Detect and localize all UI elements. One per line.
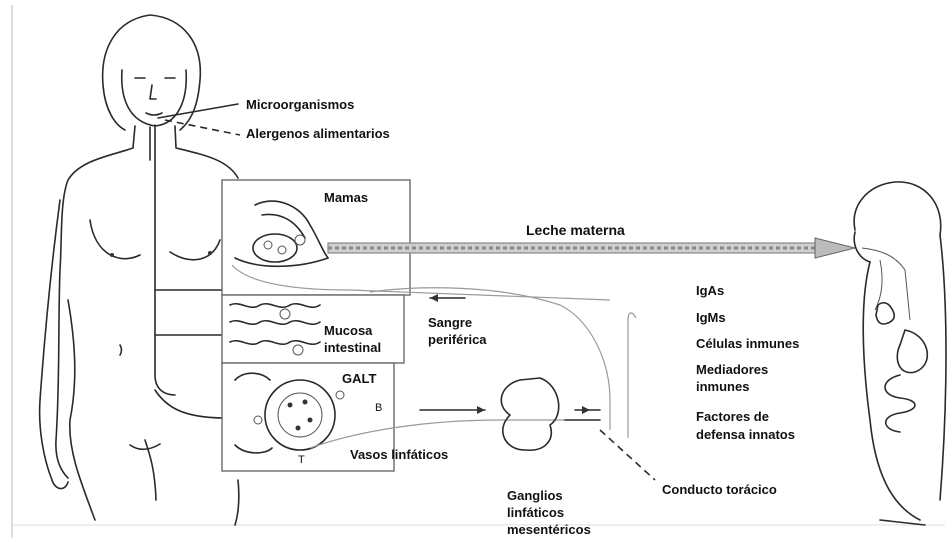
mother-left-breast [90,220,140,259]
label-galt: GALT [342,371,376,387]
milk-stream-arrowhead [815,238,855,258]
mother-mouth [146,113,162,115]
label-leche-materna: Leche materna [526,222,625,238]
alergenos-pointer [165,120,240,135]
label-t-cell: T [298,452,305,468]
thoracic-duct-branch [628,313,636,438]
milk-component-igas: IgAs [696,283,724,299]
lymph-node [501,378,558,450]
galt-cell-2 [308,418,313,423]
mother-right-breast [170,240,220,260]
infant-back [940,235,946,500]
infant-foot [880,520,925,525]
label-mucosa-line2: intestinal [324,340,381,356]
label-microorganismos: Microorganismos [246,97,354,113]
thoracic-duct [370,288,610,430]
label-alergenos: Alergenos alimentarios [246,126,390,142]
mother-navel [120,345,122,355]
label-mucosa-line1: Mucosa [324,323,372,339]
milk-component-factores-line2: defensa innatos [696,427,795,443]
node-efferent-arrowhead [582,406,590,414]
microorganismos-pointer [158,104,238,118]
mother-groin [130,444,160,449]
label-ganglios-line3: mesentéricos [507,522,591,538]
mother-left-arm [40,200,68,489]
milk-component-factores-line1: Factores de [696,409,769,425]
label-sangre-line2: periférica [428,332,487,348]
infant-front [863,262,920,520]
label-sangre-line1: Sangre [428,315,472,331]
milk-component-igms: IgMs [696,310,726,326]
milk-component-celulas: Células inmunes [696,336,799,352]
infant-lung-cluster [876,303,894,324]
mother-left-nipple [110,253,114,257]
milk-stream-band [328,243,828,253]
mother-left-hip [68,300,95,520]
label-ganglios-line2: linfáticos [507,505,564,521]
infant-face [854,232,870,262]
galt-cell-4 [303,400,308,405]
galt-cell-1 [288,403,293,408]
galt-cell-3 [296,426,301,431]
label-vasos-linfaticos: Vasos linfáticos [350,447,448,463]
mother-digestive-tract [155,125,175,395]
label-mamas: Mamas [324,190,368,206]
infant-intestine [885,375,915,432]
mother-nose [150,85,156,99]
milk-component-mediadores-line1: Mediadores [696,362,768,378]
infant-head-top [854,182,941,235]
infant-esophagus [862,248,910,320]
mother-right-hip [235,480,239,525]
label-conducto-toracico: Conducto torácico [662,482,777,498]
label-ganglios-line1: Ganglios [507,488,563,504]
label-b-cell: B [375,400,382,416]
mother-face [122,70,186,126]
milk-component-mediadores-line2: inmunes [696,379,749,395]
lymph-flow-arrowhead [477,406,485,414]
infant-figure [854,182,946,525]
mother-right-nipple [208,251,212,255]
mother-right-shoulder [175,126,238,178]
arrow-to-galt [155,390,225,418]
mother-figure [40,15,239,525]
blood-flow-arrowhead [430,294,438,302]
infant-stomach [897,330,927,373]
